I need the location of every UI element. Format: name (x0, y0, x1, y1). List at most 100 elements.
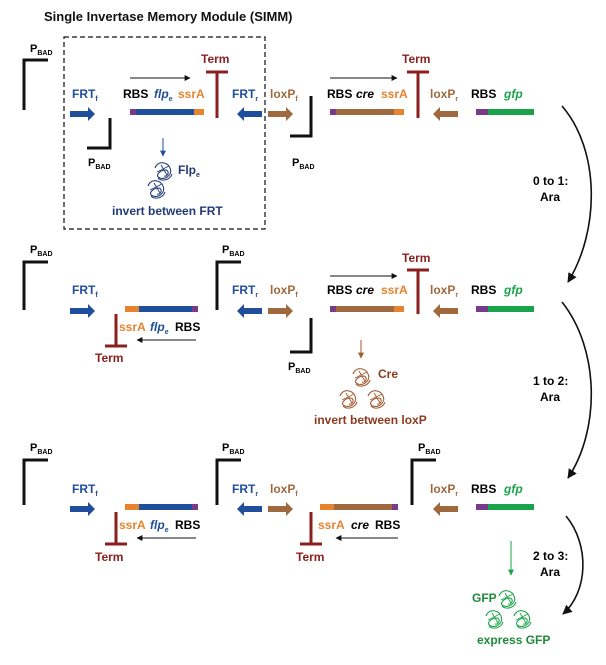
flp-gene-segment (136, 109, 194, 115)
frt-site-icon (70, 304, 95, 318)
loxp-site-icon (433, 107, 458, 121)
rbs-segment (476, 504, 488, 510)
gfp-protein-icon (498, 590, 517, 609)
flp-protein-label: Flpe (178, 163, 200, 179)
promoter-label: PBAD (88, 157, 111, 171)
transition-inducer-label: Ara (540, 390, 560, 404)
promoter-label: PBAD (292, 157, 315, 171)
promoter-pbad-icon (22, 260, 48, 310)
rbs-label: RBS (327, 283, 352, 297)
loxp-site-icon (268, 304, 293, 318)
transition-arrow-icon (561, 105, 593, 283)
promoter-label: PBAD (30, 442, 53, 456)
ssra-segment (320, 504, 334, 510)
ssra-label: ssrA (119, 518, 146, 532)
frt-r-label: FRTr (232, 87, 258, 103)
gfp-protein-icon (513, 610, 532, 629)
transition-step-label: 1 to 2: (533, 374, 568, 388)
transition-step-label: 2 to 3: (533, 549, 568, 563)
transition-step-label: 0 to 1: (533, 174, 568, 188)
flp-protein-icon (147, 180, 166, 199)
loxp-f-label: loxPf (270, 87, 298, 103)
loxp-f-label: loxPf (270, 482, 298, 498)
rbs-segment (476, 109, 488, 115)
frt-site-icon (70, 502, 95, 516)
rbs-label: RBS (175, 518, 200, 532)
term-label: Term (95, 351, 123, 365)
term-label: Term (402, 251, 430, 265)
row-0: PBAD FRTf RBS flpe ssrA Term FRTr PBAD F… (22, 43, 534, 218)
flp-gene-segment (139, 306, 192, 312)
rbs-label: RBS (471, 482, 496, 496)
frt-r-label: FRTr (232, 283, 258, 299)
promoter-pbad-icon (215, 458, 241, 505)
frt-site-icon (70, 107, 95, 121)
ssra-label: ssrA (119, 320, 146, 334)
rbs-segment (476, 306, 488, 312)
invert-loxp-label: invert between loxP (314, 413, 427, 427)
rbs-segment (192, 306, 198, 312)
row-1: PBAD FRTf Term ssrA flpe RBS PBAD FRTr l… (22, 244, 534, 427)
gfp-gene-segment (488, 109, 534, 115)
rbs-label: RBS (471, 283, 496, 297)
promoter-label: PBAD (222, 244, 245, 258)
cre-label: cre (356, 283, 374, 297)
flp-label: flpe (154, 87, 173, 103)
simm-module-box (63, 36, 266, 230)
frt-f-label: FRTf (72, 87, 98, 103)
term-label: Term (95, 550, 123, 564)
loxp-site-icon (268, 502, 293, 516)
rbs-label: RBS (123, 87, 148, 101)
cre-protein-label: Cre (378, 367, 398, 381)
loxp-site-icon (268, 107, 293, 121)
ssra-label: ssrA (178, 87, 205, 101)
promoter-pbad-icon (22, 58, 48, 110)
loxp-f-label: loxPf (270, 283, 298, 299)
flp-protein-icon (154, 162, 173, 181)
terminator-icon (407, 70, 429, 118)
loxp-r-label: loxPr (430, 87, 458, 103)
rbs-label: RBS (327, 87, 352, 101)
cre-label: cre (351, 518, 369, 532)
transition-arrow-icon (562, 515, 584, 615)
diagram-title: Single Invertase Memory Module (SIMM) (44, 9, 293, 24)
express-gfp-label: express GFP (477, 633, 550, 647)
promoter-label: PBAD (418, 442, 441, 456)
ssra-segment (394, 109, 404, 115)
rbs-segment (192, 504, 198, 510)
term-label: Term (296, 550, 324, 564)
rbs-label: RBS (471, 87, 496, 101)
promoter-pbad-icon (290, 96, 313, 138)
promoter-pbad-icon (215, 260, 241, 310)
cre-gene-segment (336, 306, 394, 312)
promoter-pbad-icon (87, 118, 112, 150)
ssra-label: ssrA (318, 518, 345, 532)
rbs-label: RBS (175, 320, 200, 334)
frt-f-label: FRTf (72, 283, 98, 299)
ssra-segment (125, 306, 139, 312)
gfp-gene-segment (488, 306, 534, 312)
gfp-protein-label: GFP (472, 591, 497, 605)
cre-protein-icon (339, 390, 358, 409)
promoter-pbad-icon (290, 318, 313, 354)
frt-site-icon (237, 107, 262, 121)
frt-r-label: FRTr (232, 482, 258, 498)
ssra-segment (125, 504, 139, 510)
gfp-protein-icon (485, 610, 504, 629)
rbs-segment (330, 306, 336, 312)
terminator-icon (105, 314, 127, 348)
term-label: Term (201, 52, 229, 66)
ssra-label: ssrA (381, 87, 408, 101)
promoter-label: PBAD (30, 244, 53, 258)
cre-protein-icon (367, 390, 386, 409)
flp-label: flpe (150, 518, 169, 534)
terminator-icon (206, 70, 228, 118)
flp-label: flpe (150, 320, 169, 336)
rbs-segment (392, 504, 398, 510)
gfp-label: gfp (503, 482, 523, 496)
loxp-r-label: loxPr (430, 482, 458, 498)
loxp-r-label: loxPr (430, 283, 458, 299)
promoter-label: PBAD (288, 361, 311, 375)
flp-gene-segment (139, 504, 192, 510)
gfp-gene-segment (488, 504, 534, 510)
